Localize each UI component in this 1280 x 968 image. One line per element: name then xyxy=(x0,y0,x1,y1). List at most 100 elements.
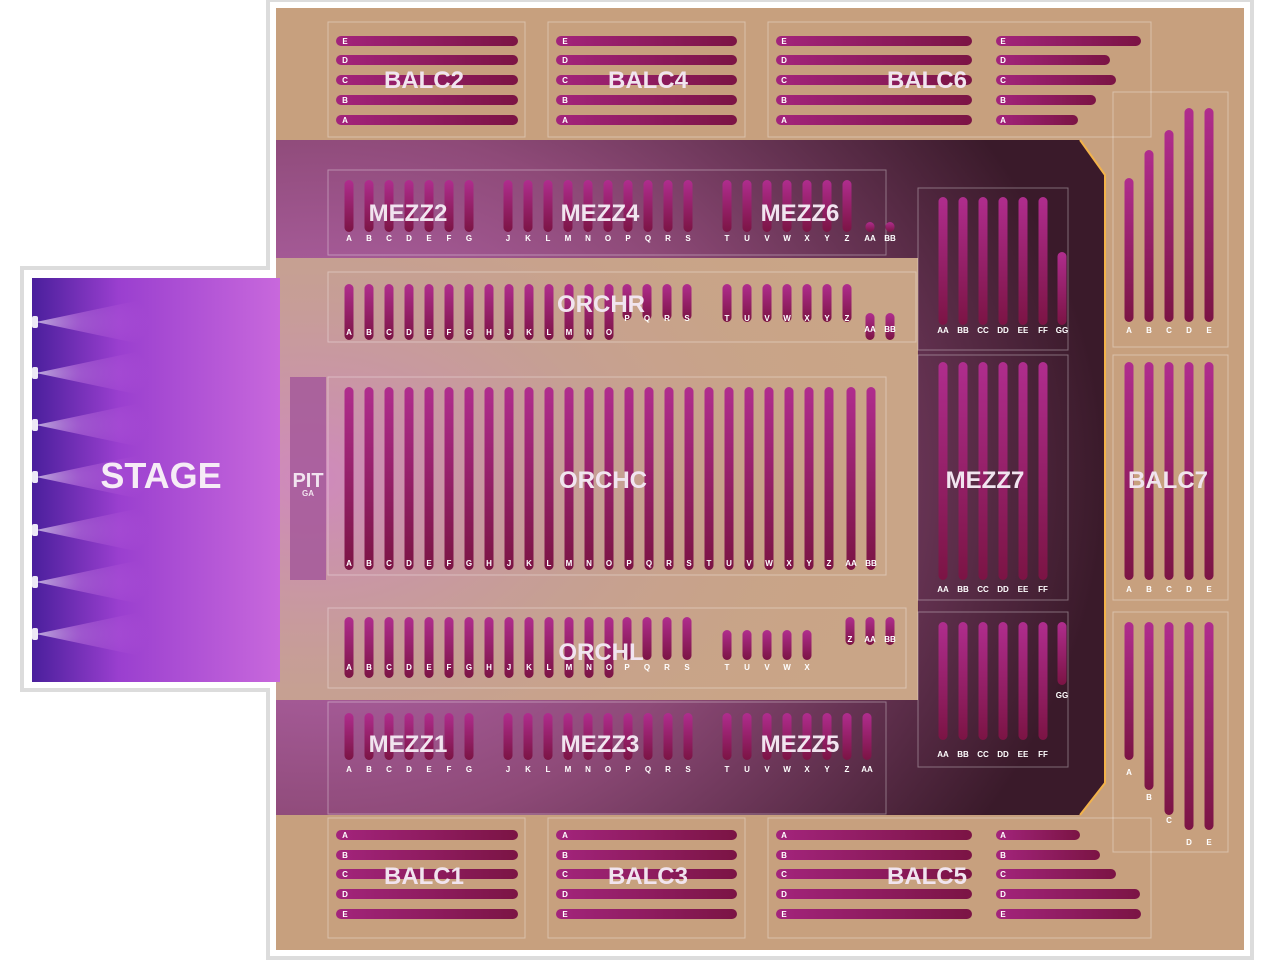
seat-row-mezz3-p[interactable] xyxy=(623,713,633,760)
seat-row-mezz7-ff[interactable] xyxy=(1038,622,1048,740)
seat-row-balc6-d[interactable] xyxy=(776,55,972,65)
seat-row-balc2-c[interactable] xyxy=(336,75,518,85)
seat-row-mezz7-cc[interactable] xyxy=(978,362,988,580)
seat-row-mezz4-l[interactable] xyxy=(543,180,553,232)
seat-row-mezz7-bb[interactable] xyxy=(958,197,968,325)
seat-row-orchl-b[interactable] xyxy=(364,617,374,678)
seat-row-orchl-p[interactable] xyxy=(622,617,632,660)
seat-row-orchr-z[interactable] xyxy=(842,284,852,322)
seat-row-mezz7-dd[interactable] xyxy=(998,197,1008,325)
seat-row-orchl-h[interactable] xyxy=(484,617,494,678)
seat-row-mezz1-e[interactable] xyxy=(424,713,434,760)
seat-row-balc7-d[interactable] xyxy=(1184,108,1194,322)
seat-row-mezz5-aa[interactable] xyxy=(862,713,872,760)
seat-row-orchl-q[interactable] xyxy=(642,617,652,660)
seat-row-orchr-o[interactable] xyxy=(604,284,614,340)
seat-row-balc4-e[interactable] xyxy=(556,36,737,46)
seat-row-mezz6-aa[interactable] xyxy=(865,222,875,232)
seat-row-balc7-c[interactable] xyxy=(1164,130,1174,322)
seat-row-mezz7-aa[interactable] xyxy=(938,362,948,580)
seat-row-mezz2-e[interactable] xyxy=(424,180,434,232)
seat-row-mezz4-n[interactable] xyxy=(583,180,593,232)
seat-row-orchc-bb[interactable] xyxy=(866,387,876,570)
seat-row-mezz5-u[interactable] xyxy=(742,713,752,760)
section-label-mezz4[interactable]: MEZZ4 xyxy=(561,200,640,227)
seat-row-orchc-l[interactable] xyxy=(544,387,554,570)
seat-row-mezz5-w[interactable] xyxy=(782,713,792,760)
seat-row-balc7-e[interactable] xyxy=(1204,622,1214,830)
seat-row-orchc-x[interactable] xyxy=(784,387,794,570)
seat-row-balc4-a[interactable] xyxy=(556,115,737,125)
seat-row-balc2-d[interactable] xyxy=(336,55,518,65)
seat-row-mezz4-j[interactable] xyxy=(503,180,513,232)
seat-row-orchr-j[interactable] xyxy=(504,284,514,340)
seat-row-balc6-d[interactable] xyxy=(996,55,1110,65)
seat-row-balc6-b[interactable] xyxy=(776,95,972,105)
seat-row-orchl-c[interactable] xyxy=(384,617,394,678)
seat-row-orchr-n[interactable] xyxy=(584,284,594,340)
seat-row-orchc-b[interactable] xyxy=(364,387,374,570)
seat-row-orchl-v[interactable] xyxy=(762,630,772,660)
pit-area[interactable] xyxy=(290,377,326,580)
seat-row-mezz7-dd[interactable] xyxy=(998,362,1008,580)
seat-row-orchr-v[interactable] xyxy=(762,284,772,322)
seat-row-orchl-t[interactable] xyxy=(722,630,732,660)
seat-row-mezz4-k[interactable] xyxy=(523,180,533,232)
seat-row-balc7-a[interactable] xyxy=(1124,178,1134,322)
seat-row-orchl-j[interactable] xyxy=(504,617,514,678)
section-label-balc1[interactable]: BALC1 xyxy=(384,863,464,890)
seat-row-mezz7-ee[interactable] xyxy=(1018,622,1028,740)
section-label-balc7[interactable]: BALC7 xyxy=(1128,467,1208,494)
seat-row-orchr-m[interactable] xyxy=(564,284,574,340)
seat-row-orchc-w[interactable] xyxy=(764,387,774,570)
seat-row-orchr-l[interactable] xyxy=(544,284,554,340)
seat-row-orchl-a[interactable] xyxy=(344,617,354,678)
seat-row-balc7-a[interactable] xyxy=(1124,362,1134,580)
seat-row-balc5-c[interactable] xyxy=(996,869,1116,879)
seat-row-mezz2-g[interactable] xyxy=(464,180,474,232)
seat-row-mezz1-d[interactable] xyxy=(404,713,414,760)
seat-row-balc2-b[interactable] xyxy=(336,95,518,105)
seat-row-balc6-a[interactable] xyxy=(996,115,1078,125)
seat-row-orchc-m[interactable] xyxy=(564,387,574,570)
seat-row-balc1-d[interactable] xyxy=(336,889,518,899)
seat-row-mezz3-k[interactable] xyxy=(523,713,533,760)
seat-row-balc7-e[interactable] xyxy=(1204,362,1214,580)
seat-row-balc3-c[interactable] xyxy=(556,869,737,879)
seat-row-mezz5-t[interactable] xyxy=(722,713,732,760)
seat-row-orchr-y[interactable] xyxy=(822,284,832,322)
seat-row-balc4-c[interactable] xyxy=(556,75,737,85)
seat-row-mezz3-l[interactable] xyxy=(543,713,553,760)
seat-row-orchc-f[interactable] xyxy=(444,387,454,570)
seat-row-balc5-e[interactable] xyxy=(776,909,972,919)
seat-row-orchr-k[interactable] xyxy=(524,284,534,340)
seat-row-mezz7-ff[interactable] xyxy=(1038,362,1048,580)
section-label-orchl[interactable]: ORCHL xyxy=(558,639,643,666)
seat-row-balc3-a[interactable] xyxy=(556,830,737,840)
seat-row-balc7-e[interactable] xyxy=(1204,108,1214,322)
seat-row-orchc-d[interactable] xyxy=(404,387,414,570)
seat-row-orchl-g[interactable] xyxy=(464,617,474,678)
seat-row-orchl-m[interactable] xyxy=(564,617,574,678)
seat-row-orchl-w[interactable] xyxy=(782,630,792,660)
seat-row-mezz7-aa[interactable] xyxy=(938,622,948,740)
seat-row-mezz5-y[interactable] xyxy=(822,713,832,760)
seat-row-mezz3-r[interactable] xyxy=(663,713,673,760)
seat-row-orchc-j[interactable] xyxy=(504,387,514,570)
seat-row-balc6-c[interactable] xyxy=(776,75,972,85)
seat-row-orchc-t[interactable] xyxy=(704,387,714,570)
seat-row-balc1-c[interactable] xyxy=(336,869,518,879)
seat-row-mezz5-z[interactable] xyxy=(842,713,852,760)
seat-row-orchl-x[interactable] xyxy=(802,630,812,660)
seat-row-mezz3-q[interactable] xyxy=(643,713,653,760)
seat-row-mezz4-p[interactable] xyxy=(623,180,633,232)
seat-row-mezz1-b[interactable] xyxy=(364,713,374,760)
seat-row-orchr-q[interactable] xyxy=(642,284,652,320)
section-label-mezz3[interactable]: MEZZ3 xyxy=(561,731,640,758)
seat-row-mezz4-s[interactable] xyxy=(683,180,693,232)
seat-row-orchl-e[interactable] xyxy=(424,617,434,678)
seat-row-balc5-e[interactable] xyxy=(996,909,1141,919)
seat-row-orchc-p[interactable] xyxy=(624,387,634,570)
seat-row-orchl-f[interactable] xyxy=(444,617,454,678)
seat-row-balc7-d[interactable] xyxy=(1184,622,1194,830)
